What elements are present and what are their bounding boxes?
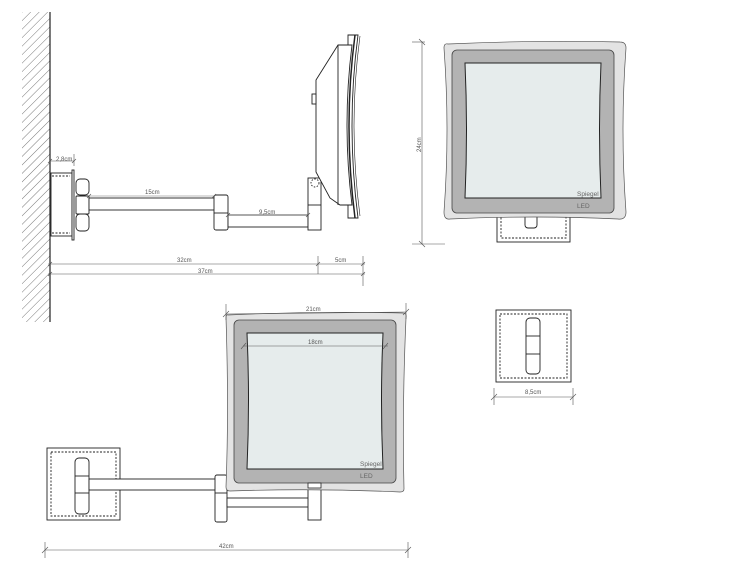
top-dimensions (41, 303, 412, 558)
wall-plate-view: 8,5cm (490, 309, 577, 405)
dim-arm-2: 9,5cm (259, 210, 275, 216)
dim-arm-1: 15cm (145, 190, 160, 196)
front-mirror-label: Spiegel (577, 191, 599, 198)
mirror-side-profile (311, 34, 361, 219)
top-view: Spiegel LED 21cm 18cm 42cm (41, 303, 412, 558)
top-led-label: LED (360, 473, 373, 480)
front-led-label: LED (577, 203, 590, 210)
wall-plate-side (50, 169, 90, 241)
dim-reach: 32cm (177, 258, 192, 264)
wall-hatch (22, 12, 50, 322)
dim-total-width: 42cm (219, 544, 234, 550)
front-view: Spiegel LED 24cm (412, 38, 627, 248)
dim-glass-width: 18cm (308, 340, 323, 346)
dim-total-depth: 37cm (198, 269, 213, 275)
top-hinge (307, 482, 322, 489)
front-mirror-glass (464, 62, 602, 199)
dim-plate-depth: 2,8cm (56, 157, 72, 163)
top-arms (88, 474, 322, 523)
dim-frame-width: 21cm (306, 307, 321, 313)
arm-1-side (88, 194, 229, 231)
dim-height: 24cm (417, 137, 423, 152)
front-height-dim (412, 38, 445, 248)
wall-plate-knuckle (525, 317, 541, 375)
top-mirror-glass (246, 332, 384, 470)
arm-2-side (227, 177, 322, 231)
side-dimensions (47, 154, 366, 286)
top-mirror-label: Spiegel (360, 461, 382, 468)
dim-mirror-depth: 5cm (335, 258, 346, 264)
dim-plate-width: 8,5cm (525, 390, 541, 396)
side-view: 2,8cm 15cm 9,5cm 32cm 5cm 37cm (22, 12, 366, 322)
